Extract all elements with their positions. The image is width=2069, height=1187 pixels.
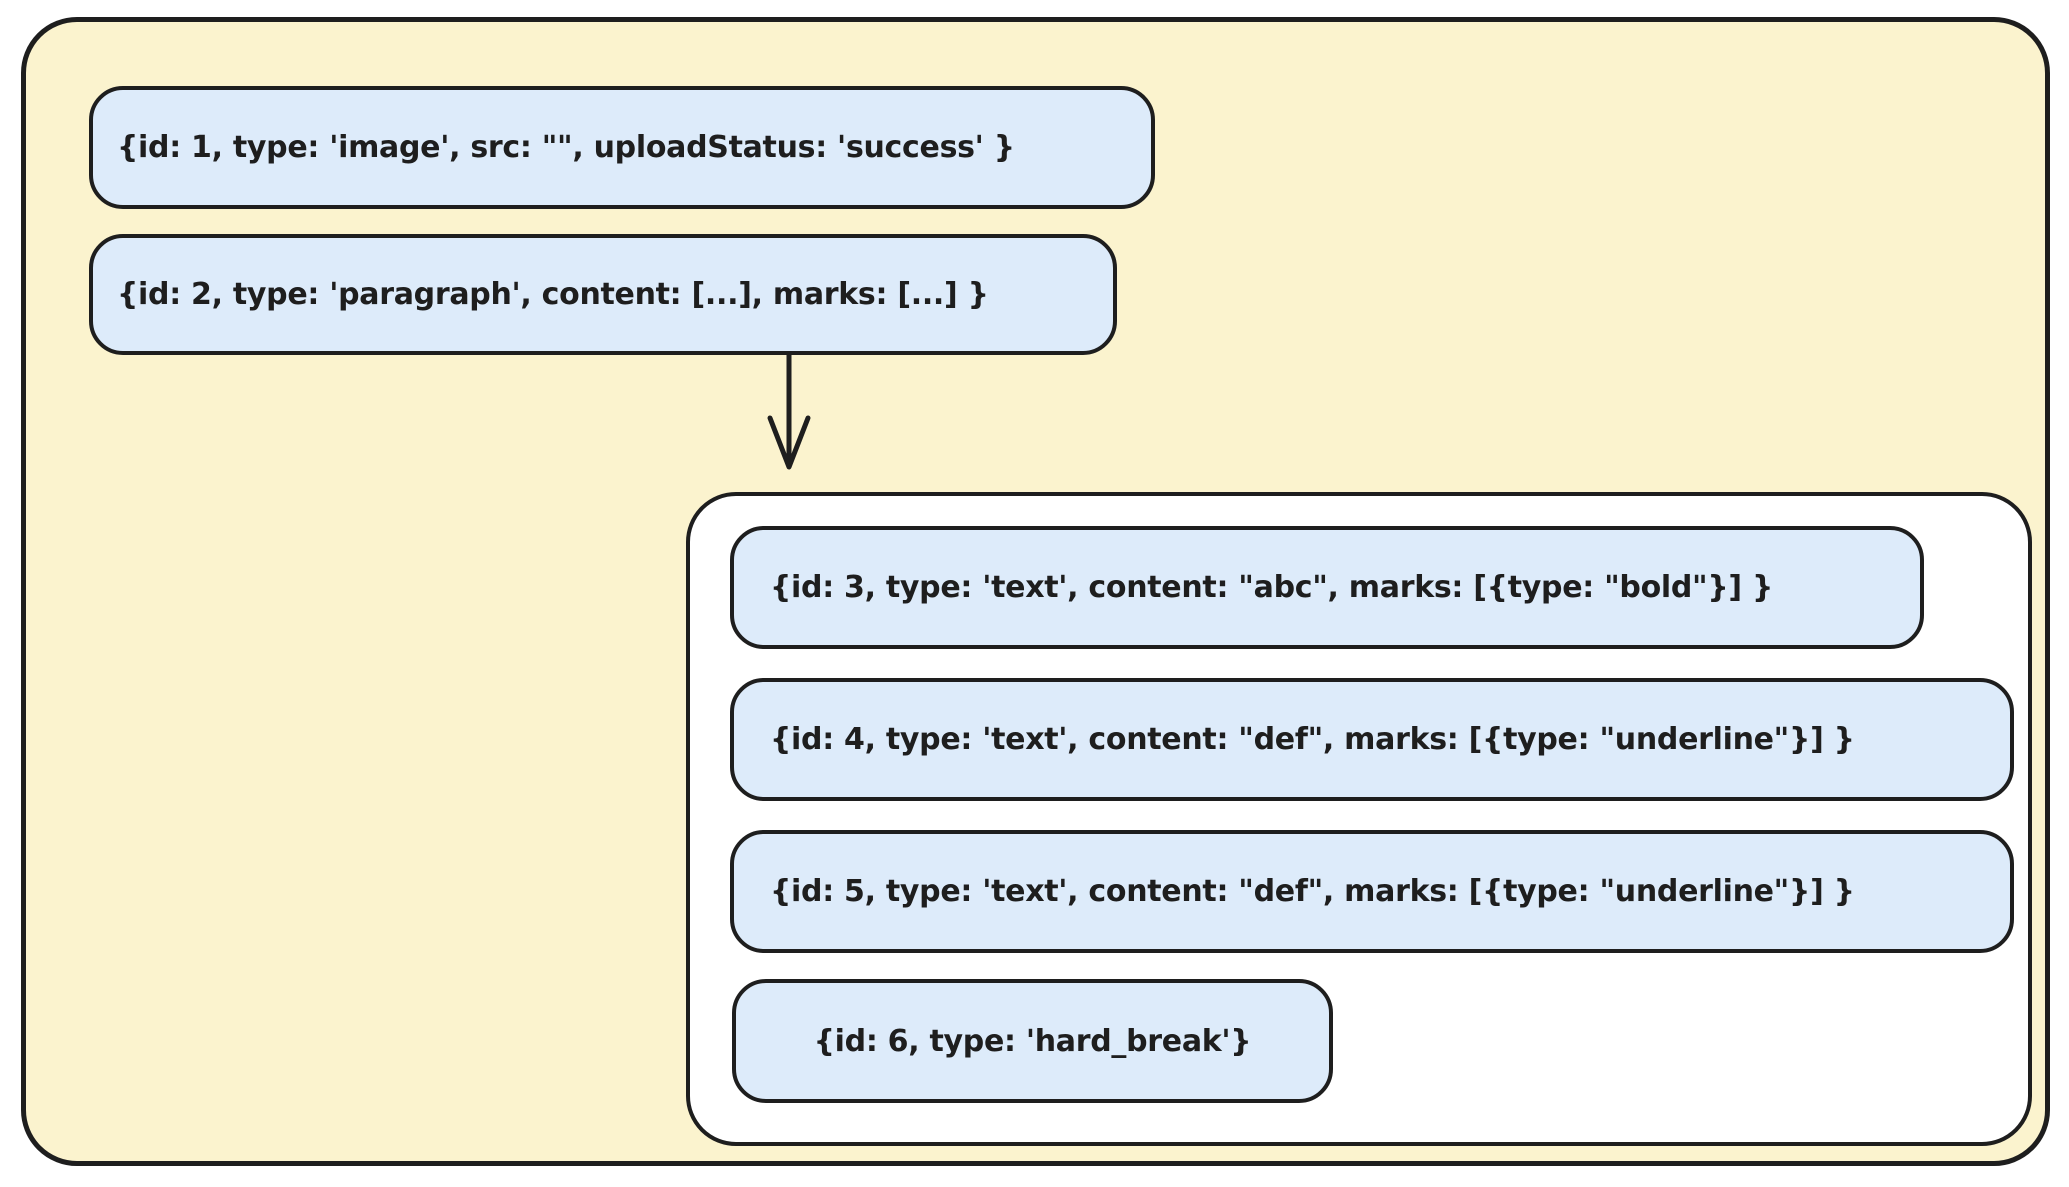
arrow-down-connector [767, 351, 811, 470]
node-image-1: {id: 1, type: 'image', src: "", uploadSt… [89, 86, 1155, 209]
node-text-4: {id: 4, type: 'text', content: "def", ma… [730, 678, 2014, 801]
paragraph-children-container: {id: 3, type: 'text', content: "abc", ma… [686, 492, 2032, 1146]
node-image-1-label: {id: 1, type: 'image', src: "", uploadSt… [117, 130, 1015, 165]
document-root-container: {id: 1, type: 'image', src: "", uploadSt… [21, 17, 2050, 1166]
node-text-5-label: {id: 5, type: 'text', content: "def", ma… [770, 874, 1855, 909]
node-text-3: {id: 3, type: 'text', content: "abc", ma… [730, 526, 1924, 649]
node-text-3-label: {id: 3, type: 'text', content: "abc", ma… [770, 570, 1774, 605]
node-hard-break-6-label: {id: 6, type: 'hard_break'} [813, 1023, 1252, 1059]
node-hard-break-6: {id: 6, type: 'hard_break'} [732, 979, 1333, 1103]
node-paragraph-2-label: {id: 2, type: 'paragraph', content: [...… [117, 277, 989, 312]
node-text-4-label: {id: 4, type: 'text', content: "def", ma… [770, 722, 1855, 757]
node-text-5: {id: 5, type: 'text', content: "def", ma… [730, 830, 2014, 953]
node-paragraph-2: {id: 2, type: 'paragraph', content: [...… [89, 234, 1117, 355]
